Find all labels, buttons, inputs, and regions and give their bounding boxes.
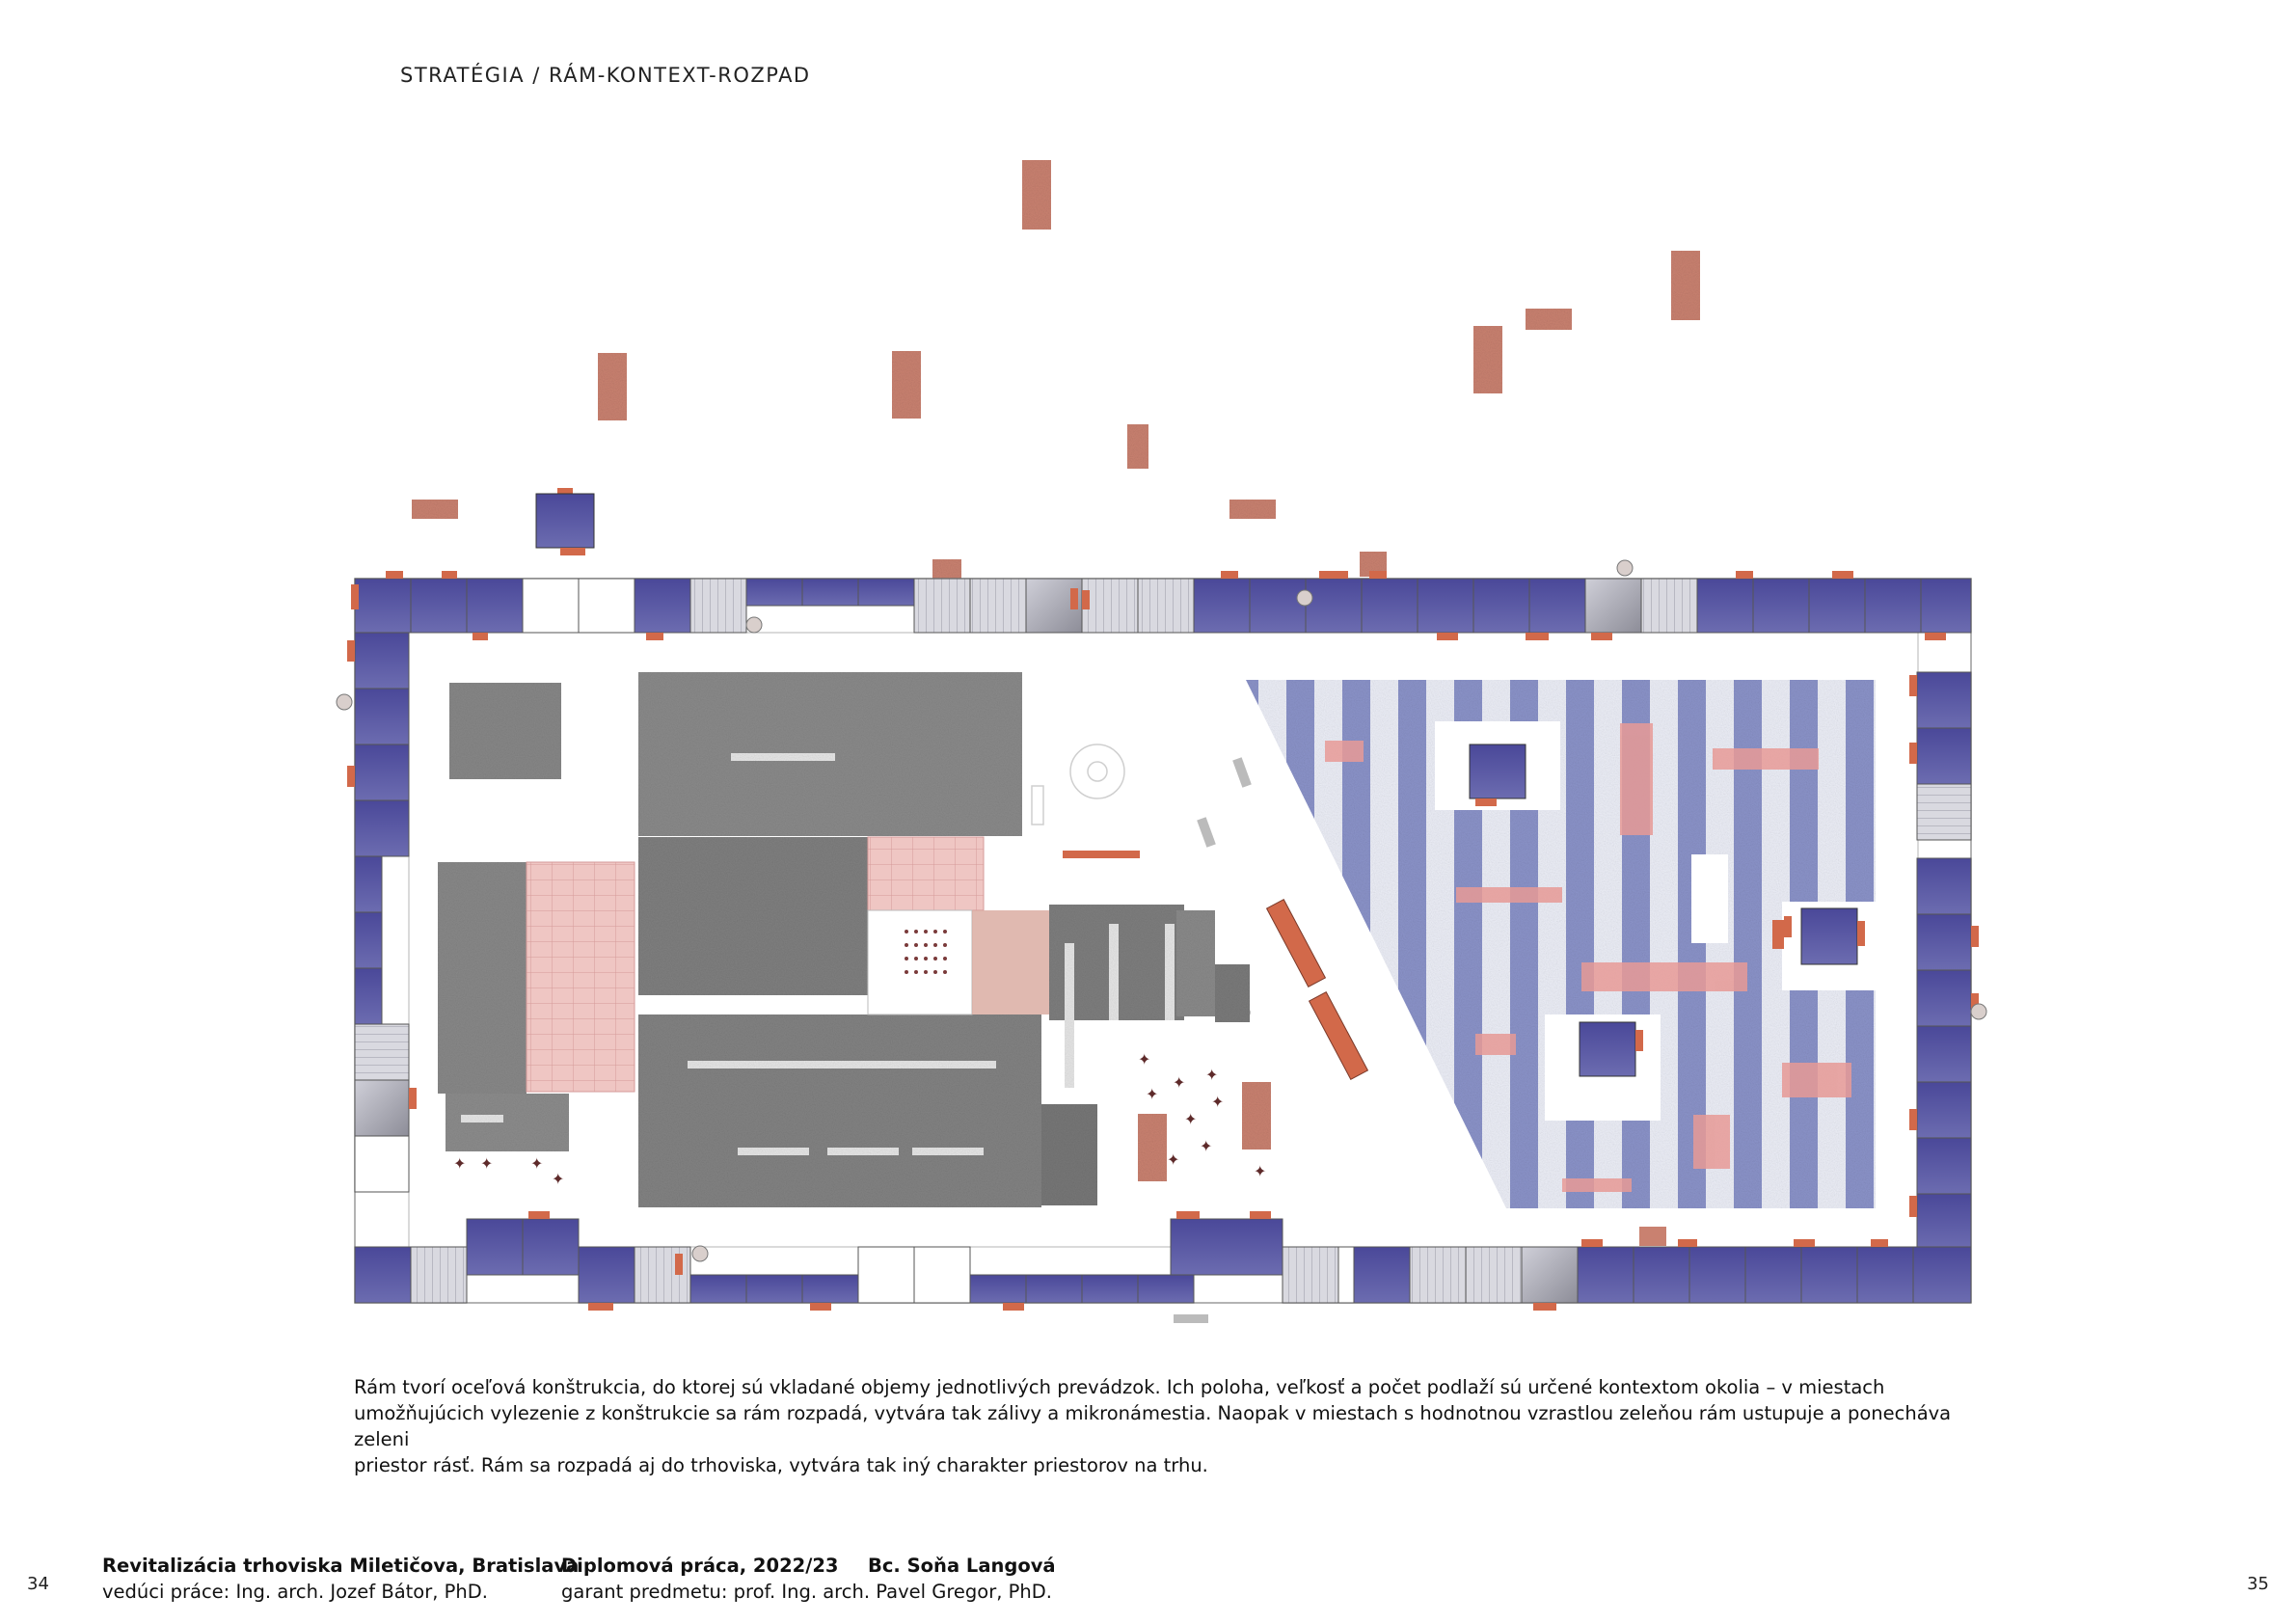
svg-text:✦: ✦ [453, 1154, 466, 1173]
page-number-left: 34 [27, 1574, 49, 1594]
diagonal-stalls [1265, 899, 1369, 1080]
svg-text:✦: ✦ [1167, 1150, 1179, 1169]
svg-text:✦: ✦ [1146, 1085, 1158, 1103]
description-line: umožňujúcich vylezenie z konštrukcie sa … [354, 1402, 1952, 1450]
market-pink-bars [1325, 723, 1851, 1192]
volume [412, 500, 458, 519]
thesis-type: Diplomová práca, 2022/23 [561, 1555, 839, 1577]
svg-text:✦: ✦ [552, 1170, 564, 1188]
section-title: STRATÉGIA / RÁM-KONTEXT-ROZPAD [400, 64, 811, 87]
frame-left [354, 632, 410, 1193]
svg-text:✦: ✦ [1205, 1066, 1218, 1084]
pavilion [535, 488, 595, 555]
courtyard [867, 909, 973, 1015]
description-line: priestor rásť. Rám sa rozpadá aj do trho… [354, 1454, 1208, 1476]
supervisor: vedúci práce: Ing. arch. Jozef Bátor, Ph… [102, 1581, 488, 1603]
guarantor: garant predmetu: prof. Ing. arch. Pavel … [561, 1581, 1052, 1603]
pink-roof-mid [867, 836, 985, 911]
svg-text:✦: ✦ [1211, 1093, 1224, 1111]
volume [1671, 251, 1700, 320]
page-number-right: 35 [2247, 1574, 2269, 1594]
frame-left-bricks [347, 640, 417, 1109]
footer-thesis: Diplomová práca, 2022/23 garant predmetu… [561, 1553, 1052, 1605]
courtyard-dots [905, 930, 947, 974]
pink-roof-left [526, 861, 635, 1093]
frame-bottom-bricks [528, 1211, 1888, 1311]
existing-buildings [438, 672, 1250, 1207]
market-pavilions [1469, 744, 1858, 1077]
svg-text:✦: ✦ [1254, 1162, 1266, 1180]
benches [1197, 757, 1252, 848]
frame-top-bricks [351, 571, 1946, 640]
scattered-volumes [412, 160, 1700, 584]
site-plan-drawing: ✦✦✦✦ ✦✦✦✦ ✦✦✦✦ ✦✦ [336, 160, 1987, 1323]
footer-author: Bc. Soňa Langová [868, 1553, 1056, 1579]
volume [598, 353, 627, 420]
svg-text:✦: ✦ [1173, 1073, 1185, 1092]
volume [1473, 326, 1502, 393]
description-text: Rám tvorí oceľová konštrukcia, do ktorej… [354, 1374, 1974, 1478]
author: Bc. Soňa Langová [868, 1555, 1056, 1577]
svg-text:✦: ✦ [1184, 1110, 1197, 1128]
volume [892, 351, 921, 419]
svg-text:✦: ✦ [1138, 1050, 1150, 1068]
volume [1526, 309, 1572, 330]
volume [1022, 160, 1051, 230]
svg-text:✦: ✦ [480, 1154, 493, 1173]
svg-text:✦: ✦ [530, 1154, 543, 1173]
frame-bottom [354, 1218, 1972, 1304]
svg-text:✦: ✦ [1200, 1137, 1212, 1155]
volume [1127, 424, 1148, 469]
footer-project: Revitalizácia trhoviska Miletičova, Brat… [102, 1553, 579, 1605]
frame-top [354, 578, 1972, 634]
frame-right [1916, 671, 1972, 1251]
bench-red [1063, 851, 1140, 858]
project-title: Revitalizácia trhoviska Miletičova, Brat… [102, 1555, 580, 1577]
volume [1229, 500, 1276, 519]
description-line: Rám tvorí oceľová konštrukcia, do ktorej… [354, 1376, 1885, 1398]
sports-court [1031, 744, 1125, 825]
frame-right-bricks [1909, 675, 1979, 1217]
